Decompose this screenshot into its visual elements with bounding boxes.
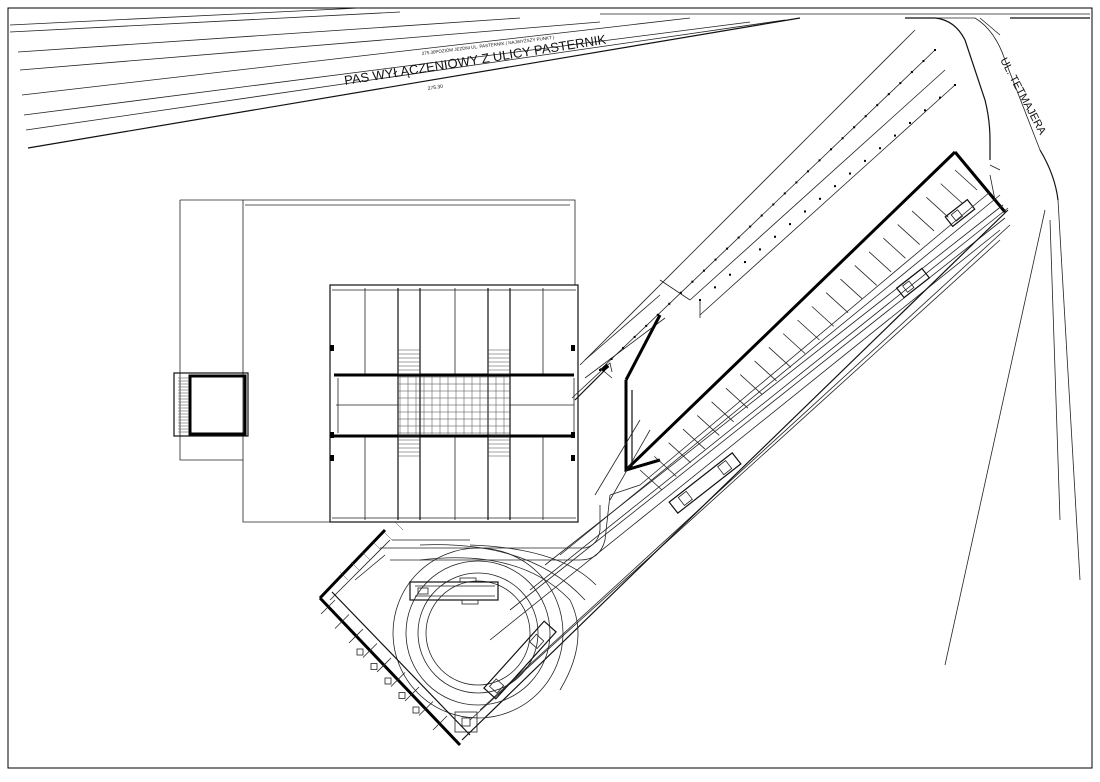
bus-2 <box>483 620 557 700</box>
road-level-label: 275.30 <box>427 84 443 92</box>
parking-stalls-south <box>320 521 448 731</box>
connector-line <box>574 369 606 401</box>
parking-strip-south <box>318 528 471 747</box>
path-posts <box>599 49 956 371</box>
access-path-dotted <box>571 29 956 399</box>
loading-area-marker <box>454 711 478 733</box>
bus-turning-loop <box>380 484 641 719</box>
bus-3 <box>668 452 742 514</box>
street-name-label: UL. TETMAJERA <box>997 56 1048 138</box>
entrance-annex <box>173 372 249 437</box>
parking-stalls-east <box>639 169 978 491</box>
street-tetmajera <box>905 17 1090 666</box>
main-building <box>329 284 579 523</box>
bus-4 <box>895 267 931 299</box>
road-pasternik <box>9 7 1090 149</box>
bus-5 <box>944 198 976 228</box>
sheet-border <box>7 7 1093 769</box>
building-envelope <box>179 199 576 523</box>
parking-strip-east <box>624 150 1007 486</box>
central-stair-grid <box>398 349 510 457</box>
bus-1 <box>409 577 499 605</box>
